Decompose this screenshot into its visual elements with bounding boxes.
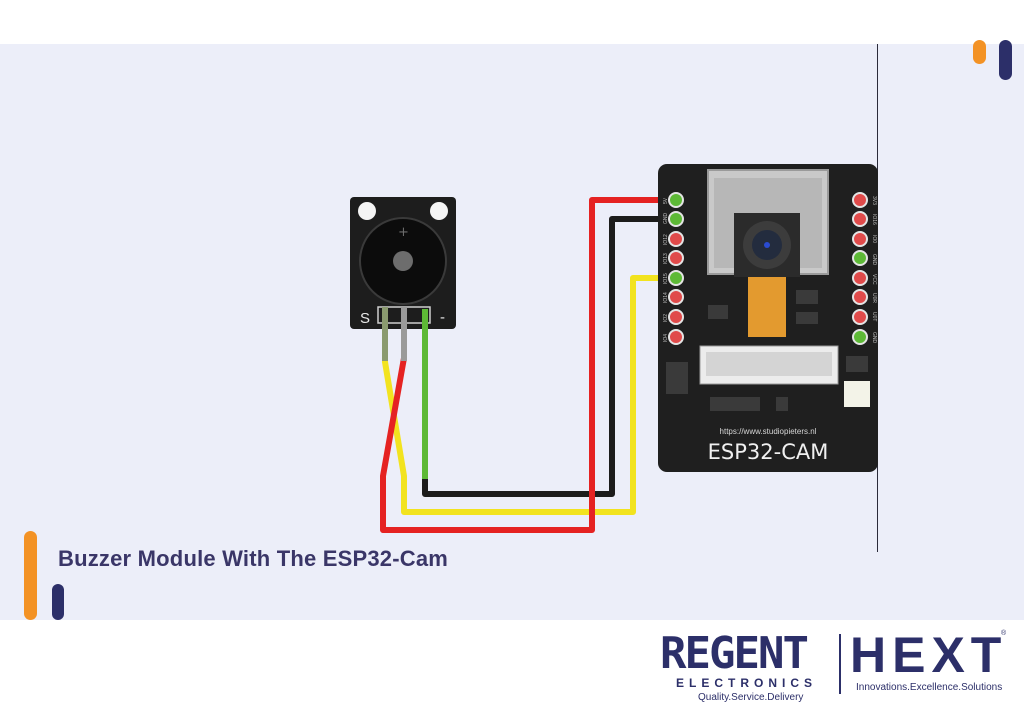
accent-bar-orange-top	[973, 40, 986, 64]
left-pin-header	[668, 192, 684, 345]
hext-tagline: Innovations.Excellence.Solutions	[856, 682, 1003, 693]
right-pin-label-1: IO16	[871, 214, 877, 225]
left-pin-label-2: IO12	[663, 234, 669, 245]
wires	[380, 197, 675, 533]
diagram-caption: Buzzer Module With The ESP32-Cam	[58, 546, 449, 571]
esp32-cam-board: 5V GND IO12 IO13 IO15 IO14 IO2 IO4 3V3 I…	[658, 164, 878, 472]
left-pin-label-6: IO2	[663, 314, 669, 322]
flash-led	[844, 381, 870, 407]
left-pin-label-4: IO15	[663, 273, 669, 284]
regent-logo-subtext: ELECTRONICS	[676, 676, 818, 690]
board-title: ESP32-CAM	[708, 440, 829, 464]
right-pin-label-2: IO0	[871, 235, 877, 243]
left-pin-label-1: GND	[663, 213, 669, 225]
right-pin-label-6: U0T	[871, 312, 877, 321]
left-pin-label-7: IO4	[663, 334, 669, 342]
registered-mark: ®	[1001, 630, 1007, 637]
wire-black	[422, 216, 675, 497]
right-pin-label-3: GND	[871, 254, 877, 266]
left-pin-label-3: IO13	[663, 253, 669, 264]
logo-separator	[839, 634, 841, 694]
left-pin-label-5: IO14	[663, 292, 669, 303]
regent-tagline: Quality.Service.Delivery	[698, 692, 804, 703]
right-pin-label-4: VCC	[871, 274, 877, 285]
left-pin-label-0: 5V	[663, 197, 669, 204]
buzzer-module: + S -	[350, 197, 456, 329]
regent-logo-text: REGENT	[660, 628, 809, 679]
wire-yellow	[382, 275, 675, 515]
right-pin-label-0: 3V3	[871, 196, 877, 205]
right-pin-label-7: GND	[871, 332, 877, 344]
right-pin-header	[852, 192, 868, 345]
svg-text:+: +	[398, 225, 409, 240]
board-url: https://www.studiopieters.nl	[720, 427, 817, 436]
buzzer-pin-minus-label: -	[440, 309, 445, 326]
accent-bar-orange-bottom	[24, 531, 37, 620]
accent-bar-navy-bottom	[52, 584, 64, 620]
buzzer-pin-s-label: S	[360, 310, 370, 327]
hext-logo-text: HEXT	[850, 627, 1008, 683]
accent-bar-navy-top	[999, 40, 1012, 80]
camera-ribbon	[748, 277, 786, 337]
right-pin-label-5: U0R	[871, 293, 877, 303]
